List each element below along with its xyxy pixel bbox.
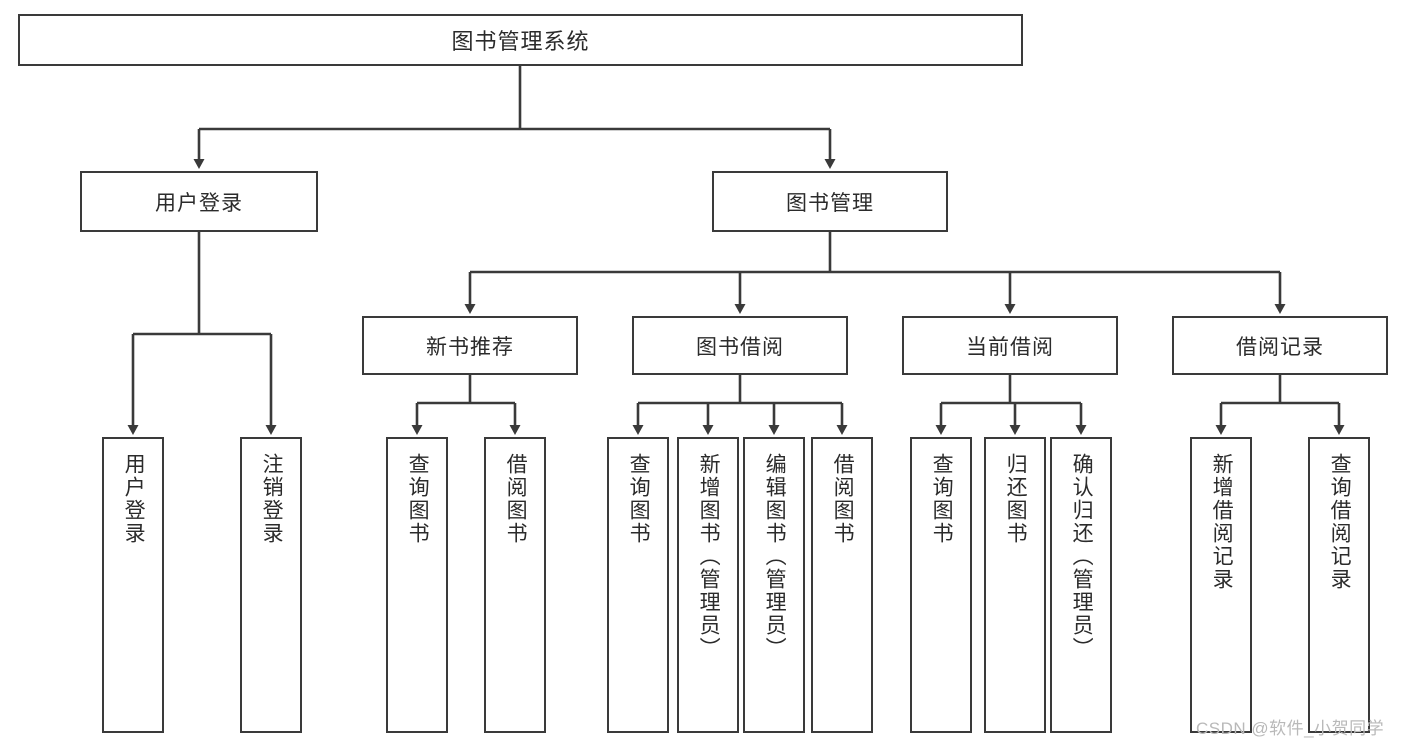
node-leaf-query-book-1[interactable]: 查询图书 [386, 437, 448, 733]
node-leaf-borrow-book-1[interactable]: 借阅图书 [484, 437, 546, 733]
node-new-book-rec-label: 新书推荐 [426, 335, 514, 359]
node-new-book-rec[interactable]: 新书推荐 [362, 316, 578, 375]
node-leaf-user-logout[interactable]: 注销登录 [240, 437, 302, 733]
node-borrow-record[interactable]: 借阅记录 [1172, 316, 1388, 375]
node-leaf-query-record[interactable]: 查询借阅记录 [1308, 437, 1370, 733]
node-leaf-add-record[interactable]: 新增借阅记录 [1190, 437, 1252, 733]
node-current-borrow-label: 当前借阅 [966, 335, 1054, 359]
node-user-login-label: 用户登录 [155, 191, 243, 215]
csdn-watermark: CSDN @软件_小贺同学 [1196, 719, 1385, 738]
node-book-manage-label: 图书管理 [786, 191, 874, 215]
node-leaf-confirm-return[interactable]: 确认归还（管理员） [1050, 437, 1112, 733]
node-book-manage[interactable]: 图书管理 [712, 171, 948, 232]
node-borrow-record-label: 借阅记录 [1236, 335, 1324, 359]
node-leaf-borrow-book-1-label: 借阅图书 [504, 453, 528, 545]
node-book-borrow[interactable]: 图书借阅 [632, 316, 848, 375]
node-leaf-confirm-return-label: 确认归还（管理员） [1070, 453, 1094, 660]
node-leaf-add-book[interactable]: 新增图书（管理员） [677, 437, 739, 733]
node-current-borrow[interactable]: 当前借阅 [902, 316, 1118, 375]
node-leaf-query-book-2[interactable]: 查询图书 [607, 437, 669, 733]
node-leaf-query-book-2-label: 查询图书 [627, 453, 651, 545]
node-root-label: 图书管理系统 [451, 29, 590, 54]
node-leaf-query-book-3-label: 查询图书 [930, 453, 954, 545]
node-leaf-query-book-1-label: 查询图书 [406, 453, 430, 545]
node-book-borrow-label: 图书借阅 [696, 335, 784, 359]
node-leaf-add-book-label: 新增图书（管理员） [697, 453, 721, 660]
node-leaf-return-book-label: 归还图书 [1004, 453, 1028, 545]
node-leaf-query-book-3[interactable]: 查询图书 [910, 437, 972, 733]
node-leaf-query-record-label: 查询借阅记录 [1328, 453, 1352, 591]
node-root[interactable]: 图书管理系统 [18, 14, 1023, 66]
node-leaf-return-book[interactable]: 归还图书 [984, 437, 1046, 733]
node-leaf-user-logout-label: 注销登录 [260, 453, 284, 545]
node-leaf-borrow-book-2[interactable]: 借阅图书 [811, 437, 873, 733]
node-leaf-add-record-label: 新增借阅记录 [1210, 453, 1234, 591]
node-leaf-user-login-label: 用户登录 [122, 453, 146, 545]
node-leaf-edit-book[interactable]: 编辑图书（管理员） [743, 437, 805, 733]
node-leaf-edit-book-label: 编辑图书（管理员） [763, 453, 787, 660]
node-user-login[interactable]: 用户登录 [80, 171, 318, 232]
node-leaf-borrow-book-2-label: 借阅图书 [831, 453, 855, 545]
node-leaf-user-login[interactable]: 用户登录 [102, 437, 164, 733]
